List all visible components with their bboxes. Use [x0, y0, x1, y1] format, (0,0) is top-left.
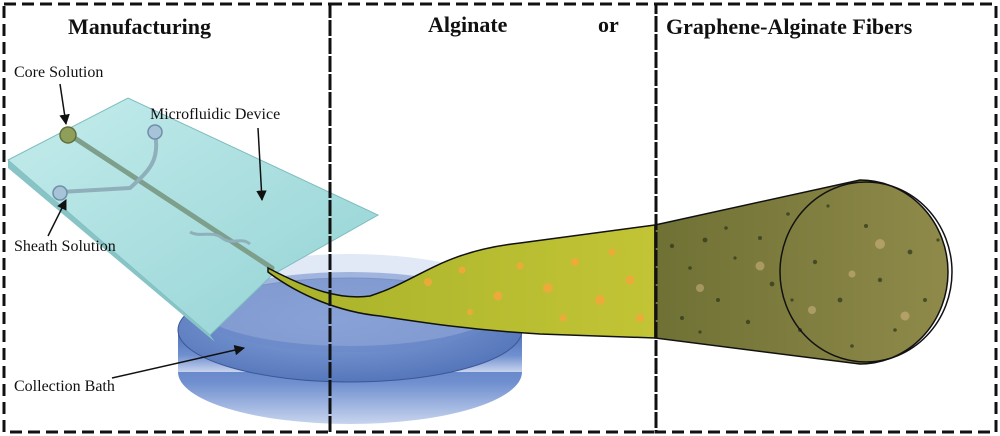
- alginate-title: Alginate: [428, 12, 508, 37]
- core-solution-label: Core Solution: [14, 64, 104, 81]
- sheath-solution-arrow: [47, 199, 67, 237]
- collection-bath-label: Collection Bath: [14, 378, 115, 395]
- sheath-solution-label: Sheath Solution: [14, 238, 116, 255]
- collection-bath-arrow: [111, 344, 246, 379]
- core-solution-arrow: [59, 83, 70, 126]
- graphene-alginate-fiber: [654, 179, 953, 365]
- microfluidic-device-label: Microfluidic Device: [150, 106, 281, 123]
- graphene-alginate-title: Graphene-Alginate Fibers: [666, 14, 913, 39]
- graphene-panel-border: [654, 2, 998, 434]
- manufacturing-title: Manufacturing: [68, 14, 211, 39]
- alginate-fiber: [267, 224, 656, 339]
- manufacturing-panel-border: [2, 2, 332, 434]
- or-title: or: [598, 12, 619, 37]
- microfluidic-device-arrow: [256, 127, 267, 202]
- alginate-cells: [424, 248, 644, 322]
